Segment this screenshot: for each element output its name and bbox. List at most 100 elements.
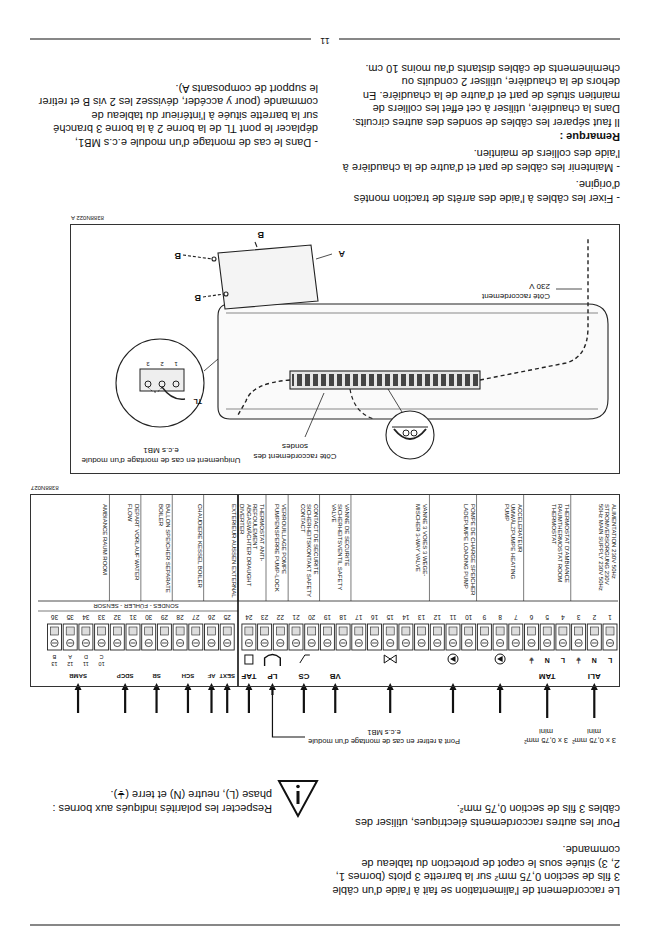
terminal-number: 11 (445, 613, 461, 621)
terminal-number: 22 (272, 613, 288, 621)
terminal-number: 10 (461, 613, 477, 621)
terminal-group-tag: AF (199, 672, 225, 679)
terminal (305, 624, 319, 650)
page-number: 11 (311, 35, 339, 46)
terminal-number: 16 (367, 613, 383, 621)
screw-slot (193, 643, 198, 644)
screw-slot (115, 643, 120, 644)
screw-slot (545, 643, 550, 644)
terminal-number: 7 (508, 613, 524, 621)
terminal-number: 12 (429, 613, 445, 621)
terminal-screw (528, 639, 535, 646)
connection-side-label: Côté raccordement des sondes (248, 441, 342, 461)
terminal (126, 624, 140, 650)
terminal-number: 19 (319, 613, 335, 621)
sensor-wire-number: 11 (79, 660, 93, 667)
wire-entry (323, 627, 331, 635)
terminal-number: 25 (219, 613, 235, 621)
terminal (320, 624, 334, 650)
arrow-line (499, 689, 501, 713)
column-divider (476, 494, 477, 601)
warning-text: Respecter les polarités indiqués aux bor… (40, 788, 272, 815)
wire-entry (606, 627, 614, 635)
thermostat-symbol (245, 655, 253, 664)
column-divider (203, 494, 204, 601)
note-heading: Remarque : (328, 130, 620, 144)
wire-entry (433, 627, 441, 635)
terminal-number: 27 (188, 613, 204, 621)
terminal-description: THERMOSTAT ANTI-REFOULEMENT ABGASWÄCHTER… (239, 503, 265, 599)
terminal-number: 35 (62, 613, 78, 621)
terminal-screw (98, 639, 105, 646)
wire-entry (245, 627, 253, 635)
terminal (493, 624, 507, 650)
terminal (258, 624, 272, 650)
wire-entry (308, 627, 316, 635)
screw-slot (52, 643, 57, 644)
terminal-screw (355, 639, 362, 646)
terminal-description: VANNE DE SECURITE SICHERHEITSVENTIL SAFE… (321, 503, 350, 599)
note-text: Il faut séparer les câbles de sondes des… (328, 62, 620, 130)
terminal (205, 624, 219, 650)
screw-slot (388, 643, 393, 644)
instruction-text: - Maintenir les câbles de part et d'autr… (328, 147, 620, 174)
terminal-number: 28 (172, 613, 188, 621)
screw-slot (466, 643, 471, 644)
screw-slot (576, 643, 581, 644)
wire-entry (292, 627, 300, 635)
wire-entry (371, 627, 379, 635)
wire-entry (496, 627, 504, 635)
screw-slot (529, 643, 534, 644)
wire-entry (223, 627, 231, 635)
terminal-number: 9 (476, 613, 492, 621)
arrow-line (77, 689, 79, 713)
arrow-line (226, 689, 228, 713)
figure-code: 8388N022 A (71, 214, 104, 222)
terminal (352, 624, 366, 650)
wire-entry (176, 627, 184, 635)
wire-entry (339, 627, 347, 635)
screw-slot (278, 643, 283, 644)
terminal (477, 624, 491, 650)
terminal-number: 3 (571, 613, 587, 621)
wire-entry (51, 627, 59, 635)
terminal-description: CONTACT DE SECURITE SICHERHEITSKONTAKT S… (289, 503, 318, 599)
leader-line (272, 694, 305, 737)
arrow-line (546, 689, 548, 718)
polarity-mark: L (556, 656, 570, 664)
terminal-number: 2 (157, 360, 167, 367)
column-divider (140, 494, 141, 601)
screw-slot (68, 643, 73, 644)
arrow-line (124, 689, 126, 713)
screw-slot (498, 643, 503, 644)
contact-symbol (300, 655, 310, 663)
screw-slot (372, 643, 377, 644)
terminal-screw (418, 639, 425, 646)
screw-slot (309, 643, 314, 644)
sensor-wire-number: 12 (63, 660, 77, 667)
polarity-mark: ⏚ (572, 656, 586, 664)
terminal (63, 624, 77, 650)
terminal (556, 624, 570, 650)
screw-slot (146, 643, 151, 644)
terminal-screw (224, 639, 231, 646)
wire-entry (402, 627, 410, 635)
cable-spec: 3 x 0,75 mm² mini (520, 727, 572, 745)
terminal-description: DEPART VORLAUF WATER FLOW (110, 503, 139, 599)
bridge-symbol (265, 655, 281, 667)
terminal-screw (67, 639, 74, 646)
figure-frame: 8388N022 A (70, 224, 620, 474)
terminal (48, 624, 62, 650)
pump-symbol (497, 656, 503, 662)
terminal-screw (512, 639, 519, 646)
terminal-screw (245, 639, 252, 646)
column-divider (288, 494, 289, 601)
sensor-wire-number: 10 (95, 660, 109, 667)
sensor-wire-letter: C (95, 653, 109, 660)
terminal-screw (114, 639, 121, 646)
cable-clamp-detail (386, 389, 434, 459)
sensor-wire-number: 13 (48, 660, 62, 667)
figure-code: 8388N027 (31, 484, 59, 492)
wire-entry (528, 627, 536, 635)
terminal-screw (161, 639, 168, 646)
